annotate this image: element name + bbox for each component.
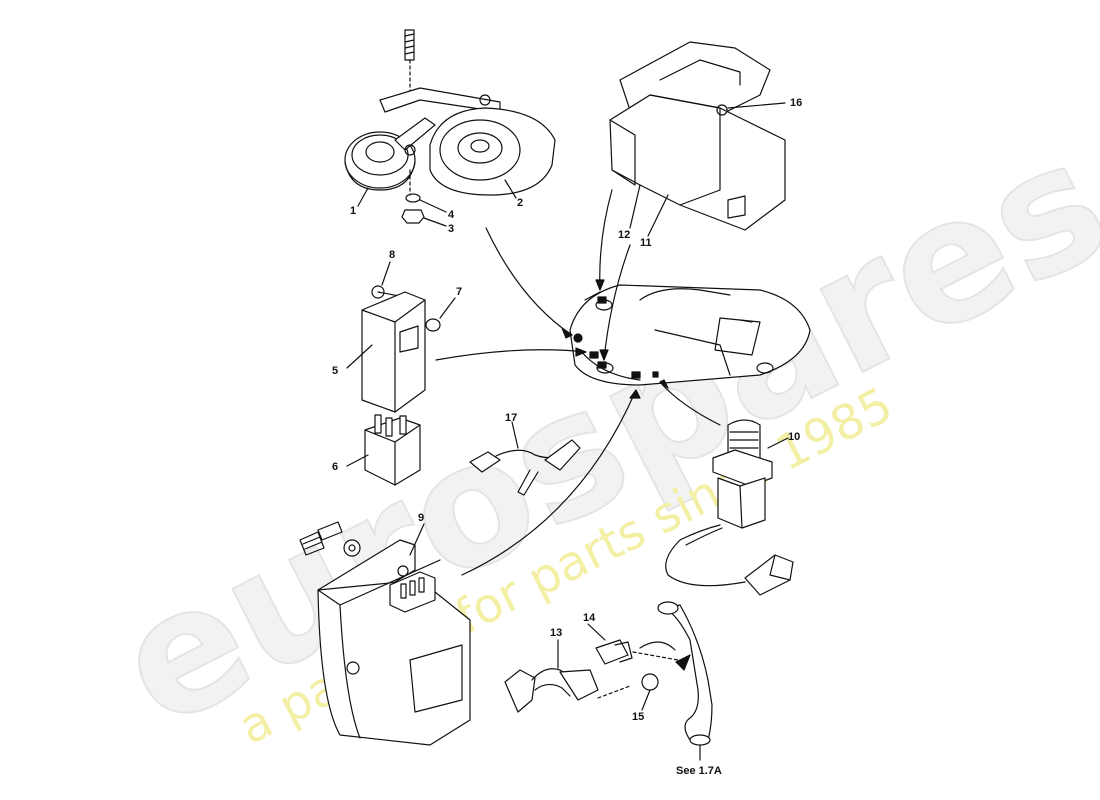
- switch-assembly: [665, 419, 794, 596]
- callout-14: 14: [583, 612, 596, 624]
- washer: [405, 193, 421, 203]
- callout-16: 16: [790, 97, 802, 109]
- vehicle-outline: [569, 284, 811, 386]
- pressure-sensor-parts: [504, 623, 691, 713]
- coolant-pipe: [657, 601, 713, 761]
- callout-10: 10: [788, 431, 800, 443]
- callout-6: 6: [332, 461, 338, 473]
- callout-8: 8: [389, 249, 395, 261]
- horn-assembly: [344, 29, 556, 227]
- siren-bracket: [299, 521, 471, 746]
- relay-screw: [371, 285, 385, 299]
- callout-12: 12: [618, 229, 630, 241]
- horn-right: [429, 107, 556, 196]
- callout-15: 15: [632, 711, 644, 723]
- relay-washer: [425, 318, 441, 332]
- watermark-brand: eurospares: [89, 102, 1100, 766]
- control-module: [609, 41, 786, 237]
- callout-13: 13: [550, 627, 562, 639]
- callout-1: 1: [350, 205, 356, 217]
- callout-labels: 1 2 3 4 5 6 7 8 9 10 11 12 13 14 15 16 1…: [332, 97, 802, 777]
- callout-11: 11: [640, 237, 652, 249]
- reference-note: See 1.7A: [676, 765, 722, 777]
- callout-5: 5: [332, 365, 338, 377]
- sensor-harness: [469, 421, 581, 496]
- relay-assembly: [346, 261, 456, 486]
- module-screw: [716, 104, 728, 116]
- watermark: eurospares a passion for parts since 198…: [88, 101, 1100, 767]
- o-ring: [641, 673, 659, 691]
- callout-4: 4: [448, 209, 455, 221]
- callout-7: 7: [456, 286, 462, 298]
- callout-17: 17: [505, 412, 517, 424]
- callout-2: 2: [517, 197, 523, 209]
- callout-3: 3: [448, 223, 454, 235]
- nut: [401, 209, 425, 224]
- callout-9: 9: [418, 512, 424, 524]
- relay: [361, 291, 426, 413]
- pointer-arrows: [435, 189, 721, 576]
- horn-left: [344, 131, 416, 189]
